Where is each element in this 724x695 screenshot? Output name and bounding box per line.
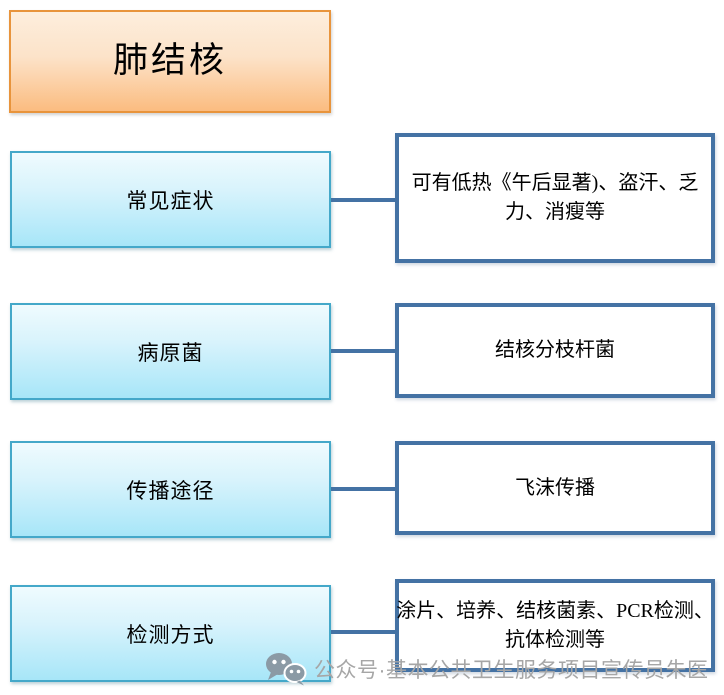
connector-line: [331, 198, 395, 202]
topic-label: 常见症状: [126, 188, 215, 213]
topic-box-symptoms: 常见症状: [10, 151, 331, 248]
topic-box-pathogen: 病原菌: [10, 303, 331, 400]
connector-line: [331, 349, 395, 353]
connector-line: [331, 487, 395, 491]
detail-box-detection: 涂片、培养、结核菌素、PCR检测、抗体检测等: [395, 579, 715, 672]
page-title: 肺结核: [112, 41, 227, 81]
connector-line: [331, 630, 395, 634]
detail-box-transmission: 飞沫传播: [395, 441, 715, 535]
detail-box-symptoms: 可有低热《午后显著)、盗汗、乏力、消瘦等: [395, 133, 715, 263]
title-box: 肺结核: [9, 10, 331, 113]
detail-text: 涂片、培养、结核菌素、PCR检测、抗体检测等: [396, 599, 714, 651]
detail-text: 结核分枝杆菌: [495, 339, 615, 361]
topic-label: 检测方式: [126, 622, 215, 647]
topic-label: 传播途径: [126, 478, 215, 503]
topic-box-transmission: 传播途径: [10, 441, 331, 538]
topic-box-detection: 检测方式: [10, 585, 331, 682]
topic-label: 病原菌: [137, 340, 204, 365]
detail-text: 可有低热《午后显著)、盗汗、乏力、消瘦等: [411, 172, 699, 223]
detail-text: 飞沫传播: [515, 476, 595, 499]
detail-box-pathogen: 结核分枝杆菌: [395, 303, 715, 398]
